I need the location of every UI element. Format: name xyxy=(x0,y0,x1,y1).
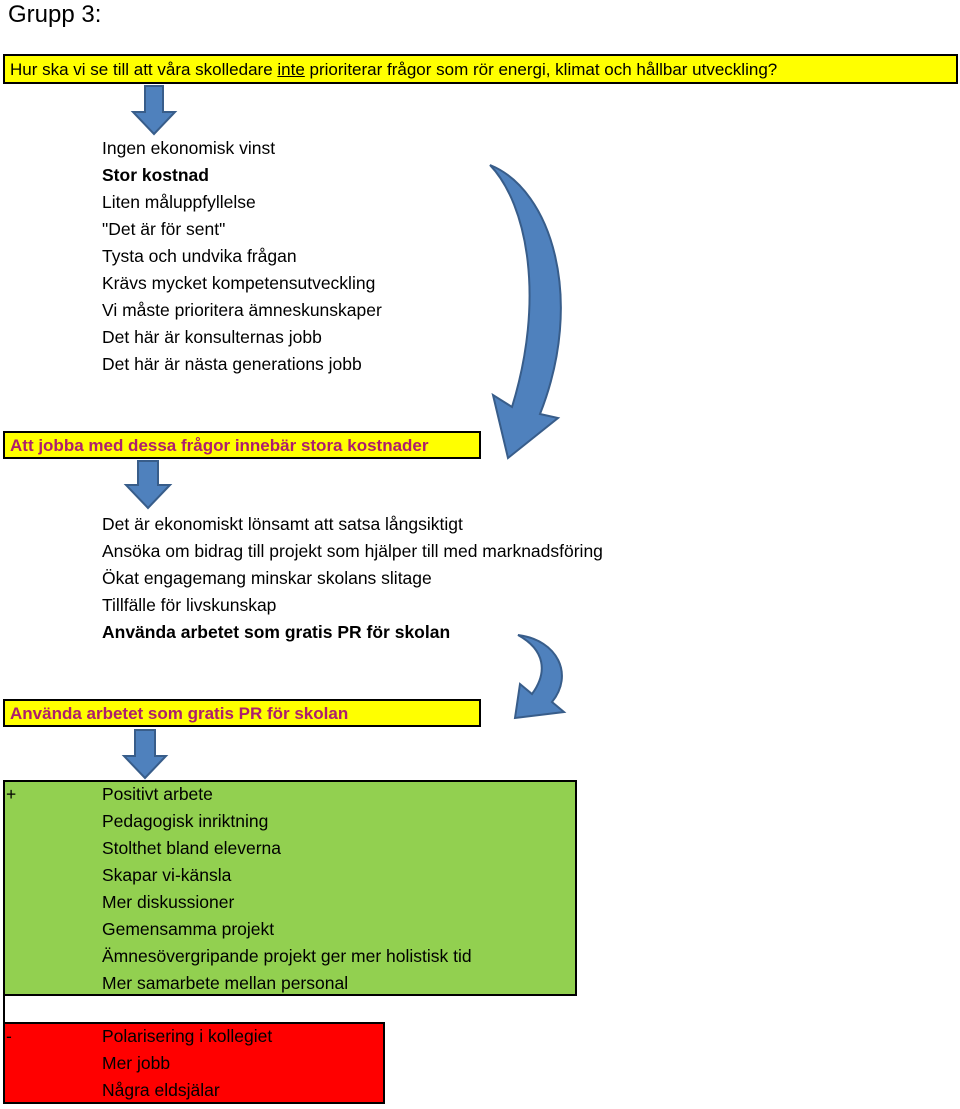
list-item: Tillfälle för livskunskap xyxy=(102,595,277,615)
down-arrow-icon xyxy=(130,85,178,136)
list-item: Ämnesövergripande projekt ger mer holist… xyxy=(102,946,472,966)
statement-box-pr: Använda arbetet som gratis PR för skolan xyxy=(3,699,481,727)
list-item: "Det är för sent" xyxy=(102,219,226,239)
list-item: Ansöka om bidrag till projekt som hjälpe… xyxy=(102,541,603,561)
list-item: Tysta och undvika frågan xyxy=(102,246,297,266)
cons-sign: - xyxy=(6,1026,12,1046)
list-item: Pedagogisk inriktning xyxy=(102,811,269,831)
pros-box xyxy=(3,780,577,996)
question-text-after: prioriterar frågor som rör energi, klima… xyxy=(304,60,778,79)
list-item: Skapar vi-känsla xyxy=(102,865,232,885)
down-arrow-icon xyxy=(123,460,173,510)
cons-box xyxy=(3,1022,385,1104)
list-item: Vi måste prioritera ämneskunskaper xyxy=(102,300,382,320)
list-item: Polarisering i kollegiet xyxy=(102,1026,273,1046)
pros-sign: + xyxy=(6,784,17,804)
statement-box-costs: Att jobba med dessa frågor innebär stora… xyxy=(3,431,481,459)
down-arrow-icon xyxy=(121,729,169,780)
question-text-underlined: inte xyxy=(277,60,305,79)
list-item: Gemensamma projekt xyxy=(102,919,275,939)
list-item: Det här är konsulternas jobb xyxy=(102,327,322,347)
list-item: Krävs mycket kompetensutveckling xyxy=(102,273,376,293)
list-item: Positivt arbete xyxy=(102,784,213,804)
list-item: Några eldsjälar xyxy=(102,1080,220,1100)
list-item: Det här är nästa generations jobb xyxy=(102,354,362,374)
list-item: Mer jobb xyxy=(102,1053,171,1073)
responses-list: Det är ekonomiskt lönsamt att satsa lång… xyxy=(102,511,603,646)
curved-arrow-icon xyxy=(513,634,567,720)
list-item: Ökat engagemang minskar skolans slitage xyxy=(102,568,432,588)
list-item: Stolthet bland eleverna xyxy=(102,838,282,858)
list-item: Liten måluppfyllelse xyxy=(102,192,256,212)
divider-line xyxy=(3,996,5,1022)
list-item: Ingen ekonomisk vinst xyxy=(102,138,276,158)
list-item: Använda arbetet som gratis PR för skolan xyxy=(102,622,451,642)
curved-arrow-icon xyxy=(489,164,562,460)
question-box: Hur ska vi se till att våra skolledare i… xyxy=(3,54,958,84)
list-item: Det är ekonomiskt lönsamt att satsa lång… xyxy=(102,514,463,534)
list-item: Mer diskussioner xyxy=(102,892,235,912)
page-title: Grupp 3: xyxy=(8,1,102,28)
question-text-before: Hur ska vi se till att våra skolledare xyxy=(10,60,278,79)
list-item: Stor kostnad xyxy=(102,165,209,185)
list-item: Mer samarbete mellan personal xyxy=(102,973,349,993)
